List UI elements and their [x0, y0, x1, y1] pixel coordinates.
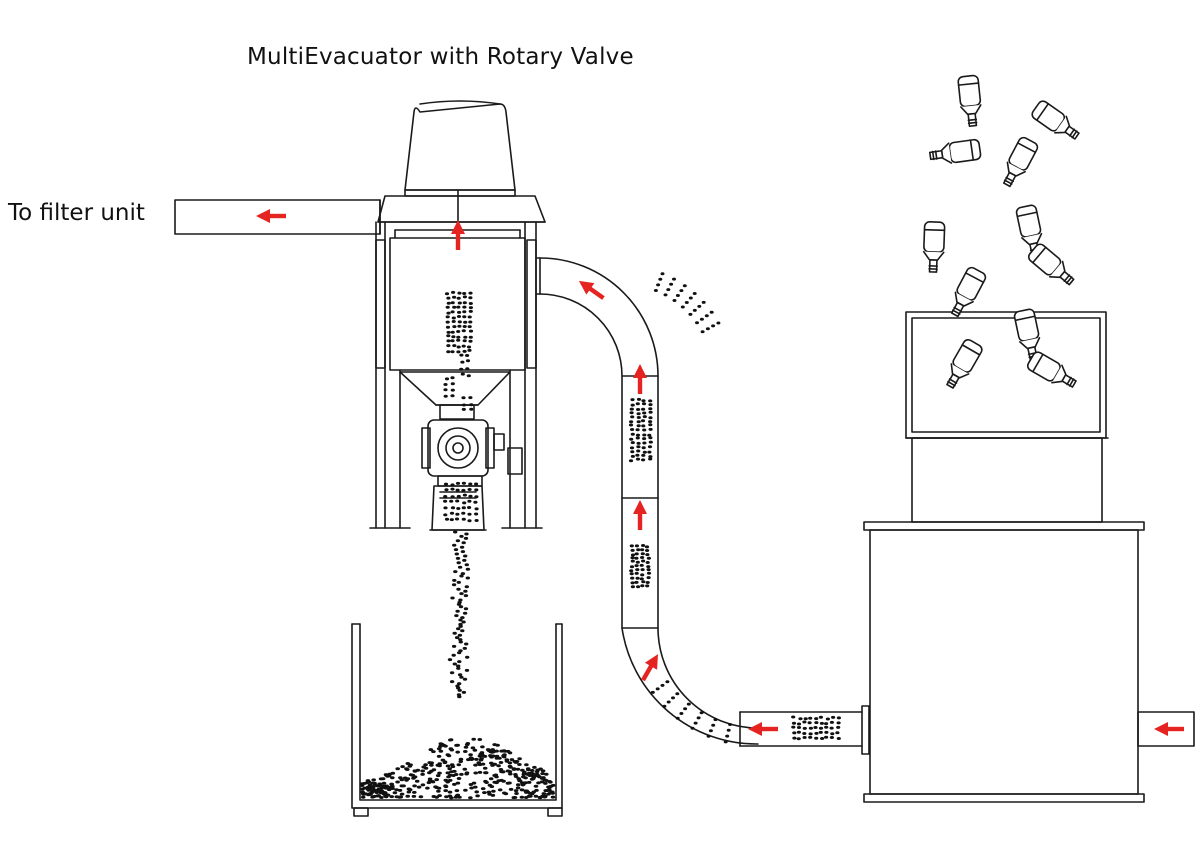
- bottle-4: [998, 136, 1039, 190]
- bottle-3: [929, 139, 981, 166]
- arrow-to-filter: [256, 209, 286, 223]
- arrow-pipe-lower: [633, 500, 647, 530]
- flow-arrows: [256, 209, 1184, 736]
- bottle-11: [941, 338, 983, 391]
- arrow-up-chamber: [451, 220, 465, 250]
- arrow-inlet: [1154, 722, 1184, 736]
- shredder-machine: [864, 438, 1194, 802]
- arrow-curve-top: [575, 275, 608, 304]
- bottle-10: [1026, 350, 1079, 392]
- arrow-pipe-upper: [633, 364, 647, 394]
- rotary-valve: [422, 420, 522, 530]
- filter-unit-label: To filter unit: [8, 200, 145, 226]
- particles: [360, 272, 841, 799]
- bottle-7: [1027, 242, 1078, 289]
- arrow-into-pipe: [748, 722, 778, 736]
- bottles: [923, 75, 1083, 393]
- bottle-1: [958, 75, 983, 127]
- bottle-6: [923, 222, 945, 273]
- diagram-title: MultiEvacuator with Rotary Valve: [247, 44, 634, 70]
- feed-hopper: [906, 312, 1106, 438]
- multievacuator-unit: [370, 101, 545, 528]
- bottle-2: [1030, 99, 1082, 144]
